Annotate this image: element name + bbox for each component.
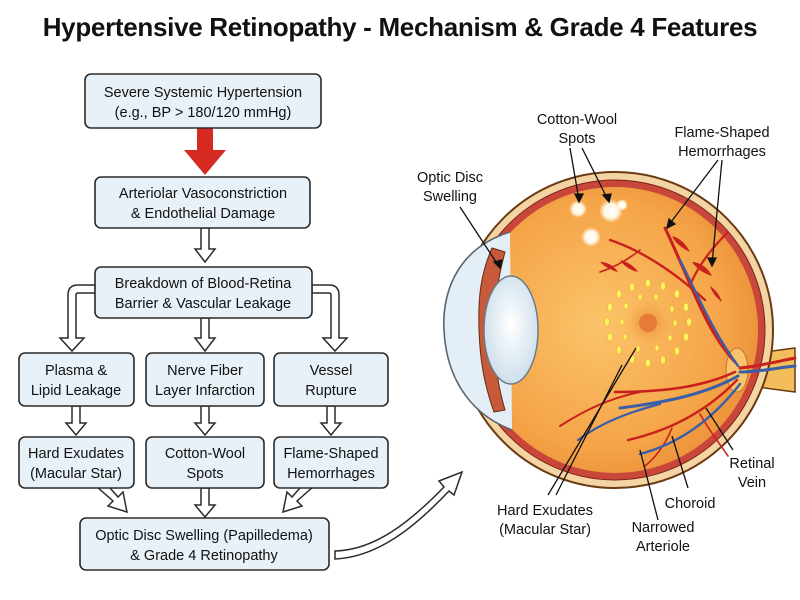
flow-boxes [18,73,389,571]
label-hard-exudates-line2: (Macular Star) [499,522,591,538]
arrow-to-branch-left [58,284,96,353]
label-narrowed-line1: Narrowed [632,520,695,536]
page-title: Hypertensive Retinopathy - Mechanism & G… [42,12,758,42]
eye-labels: Optic Disc Swelling Cotton-Wool Spots Fl… [417,112,775,555]
label-narrowed-line2: Arteriole [636,539,690,555]
box-result-right [273,436,389,489]
box-result-mid [145,436,265,489]
retinal-veins [576,258,797,456]
flow-text: Severe Systemic Hypertension (e.g., BP >… [28,85,379,564]
box-step3 [94,266,313,319]
result-mid-line2: Spots [186,466,223,482]
branch-right-line1: Vessel [310,363,353,379]
step2-line2: & Endothelial Damage [131,206,275,222]
box-step1 [84,73,322,129]
curved-connector-arrow [334,470,464,560]
box-branch-left [18,352,135,407]
branch-right-line2: Rupture [305,383,357,399]
branch-mid-line2: Layer Infarction [155,383,255,399]
step1-line2: (e.g., BP > 180/120 mmHg) [115,105,292,121]
step1-line1: Severe Systemic Hypertension [104,85,302,101]
box-step2 [94,176,311,229]
label-flame-line1: Flame-Shaped [674,125,769,141]
step2-line1: Arteriolar Vasoconstriction [119,186,287,202]
eye-leader-lines [459,147,734,521]
step3-line2: Barrier & Vascular Leakage [115,296,291,312]
lens [483,275,539,385]
arrow-branch-right-down [319,405,343,437]
result-left-line2: (Macular Star) [30,466,122,482]
label-optic-disc-line1: Optic Disc [417,170,483,186]
arrow-branch-mid-down [193,405,217,437]
final-line2: & Grade 4 Retinopathy [130,548,278,564]
arrow-result-mid-to-final [193,487,217,519]
cotton-wool-spots [569,199,628,247]
result-right-line2: Hemorrhages [287,466,375,482]
label-cotton-wool-line2: Spots [558,131,595,147]
central-artery [738,356,797,370]
result-mid-line1: Cotton-Wool [165,446,245,462]
branch-left-line1: Plasma & [45,363,107,379]
arrow-branch-left-down [64,405,88,437]
result-left-line1: Hard Exudates [28,446,124,462]
flow-arrows [58,227,349,519]
label-retinal-vein-line2: Vein [738,475,766,491]
arrow-to-branch-right [311,284,349,353]
final-line1: Optic Disc Swelling (Papilledema) [95,528,313,544]
box-branch-mid [145,352,265,407]
label-retinal-vein-line1: Retinal [729,456,774,472]
branch-mid-line1: Nerve Fiber [167,363,243,379]
box-result-left [18,436,135,489]
eye-illustration [442,171,797,489]
step3-line1: Breakdown of Blood-Retina [115,276,292,292]
label-hard-exudates-line1: Hard Exudates [497,503,593,519]
fovea [639,314,657,332]
result-right-line1: Flame-Shaped [283,446,378,462]
red-arrow [184,128,226,175]
retinal-arterioles [559,226,739,467]
macular-star-exudates [604,278,692,368]
label-flame-line2: Hemorrhages [678,144,766,160]
arrow-step2-to-step3 [193,227,217,264]
arrow-to-branch-mid [193,317,217,353]
box-final [79,517,330,571]
label-cotton-wool-line1: Cotton-Wool [537,112,617,128]
flame-hemorrhages [600,236,722,302]
label-choroid: Choroid [665,496,716,512]
retina [472,187,758,473]
label-optic-disc-line2: Swelling [423,189,477,205]
box-branch-right [273,352,389,407]
branch-left-line2: Lipid Leakage [31,383,121,399]
